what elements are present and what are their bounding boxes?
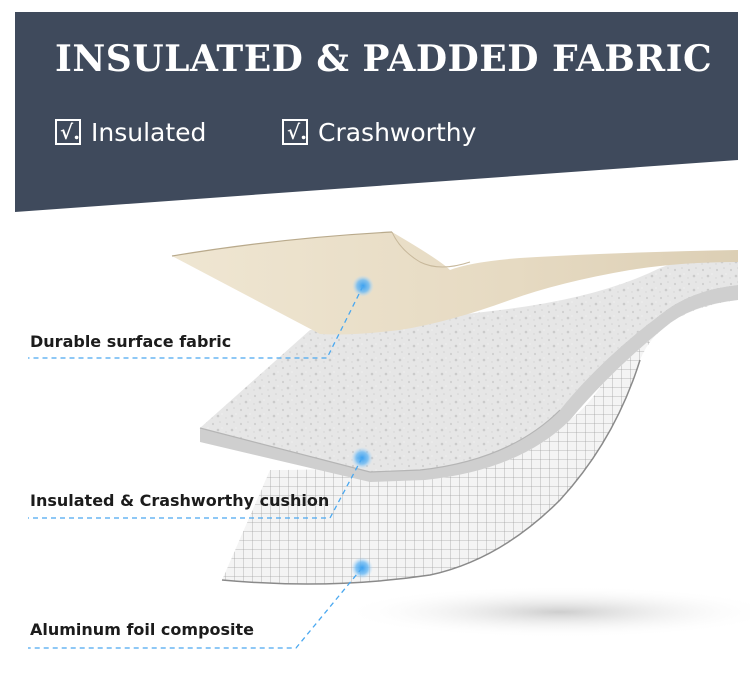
- label-cushion: Insulated & Crashworthy cushion: [30, 491, 330, 510]
- aluminum-foil-layer: [221, 268, 738, 585]
- cushion-layer: [199, 252, 738, 482]
- feature-label: Insulated: [91, 117, 207, 147]
- fabric-layer: [171, 231, 738, 335]
- label-aluminum-foil: Aluminum foil composite: [30, 620, 255, 639]
- leader-line-cushion: [28, 457, 363, 519]
- feature-insulated: √. Insulated: [55, 114, 206, 150]
- banner-background: [15, 12, 738, 212]
- leader-line-foil: [28, 567, 363, 649]
- feature-label: Crashworthy: [318, 117, 477, 147]
- leader-line-fabric: [28, 285, 364, 359]
- label-surface-fabric: Durable surface fabric: [30, 332, 232, 351]
- layer-shadow: [340, 586, 750, 638]
- checkbox-icon: √.: [282, 119, 308, 145]
- checkbox-icon: √.: [55, 119, 81, 145]
- feature-crashworthy: √. Crashworthy: [282, 114, 476, 150]
- page-title: INSULATED & PADDED FABRIC: [55, 38, 713, 80]
